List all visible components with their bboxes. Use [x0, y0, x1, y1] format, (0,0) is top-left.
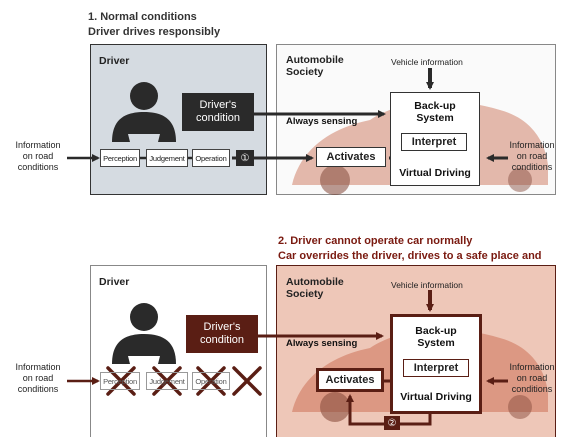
- perception-box-1: Perception: [100, 149, 140, 167]
- vehicle-info-1: Vehicle information: [391, 57, 463, 67]
- driver-label-1: Driver: [99, 55, 130, 67]
- judgement-box-2: Judgement: [146, 372, 188, 390]
- society-label-2a: Automobile: [286, 276, 344, 288]
- virtual-driving-2: Virtual Driving: [400, 391, 472, 403]
- always-sensing-2: Always sensing: [286, 338, 358, 349]
- operation-box-1: Operation: [192, 149, 230, 167]
- always-sensing-1: Always sensing: [286, 116, 358, 127]
- section1-heading-1: 1. Normal conditions: [88, 11, 197, 23]
- interpret-box-1: Interpret: [401, 133, 467, 151]
- virtual-driving-1: Virtual Driving: [399, 167, 471, 179]
- driver-label-2: Driver: [99, 276, 130, 288]
- step-marker-2: ②: [384, 416, 400, 430]
- activates-box-2: Activates: [316, 368, 384, 392]
- society-label-1a: Automobile: [286, 54, 344, 66]
- step-marker-1: ①: [236, 150, 254, 166]
- society-label-2b: Society: [286, 288, 324, 300]
- section1-heading-2: Driver drives responsibly: [88, 26, 221, 38]
- perception-box-2: Perception: [100, 372, 140, 390]
- driver-figure-2: [112, 303, 176, 364]
- interpret-box-2: Interpret: [403, 359, 469, 377]
- society-label-1b: Society: [286, 66, 324, 78]
- section2-heading-1: 2. Driver cannot operate car normally: [278, 235, 473, 247]
- backup-system-1: Back-up System Interpret Virtual Driving: [390, 92, 480, 186]
- judgement-box-1: Judgement: [146, 149, 188, 167]
- vehicle-info-2: Vehicle information: [391, 280, 463, 290]
- activates-box-1: Activates: [316, 147, 386, 167]
- driver-figure-1: [112, 82, 176, 142]
- operation-box-2: Operation: [192, 372, 230, 390]
- backup-system-2: Back-up System Interpret Virtual Driving: [390, 314, 482, 414]
